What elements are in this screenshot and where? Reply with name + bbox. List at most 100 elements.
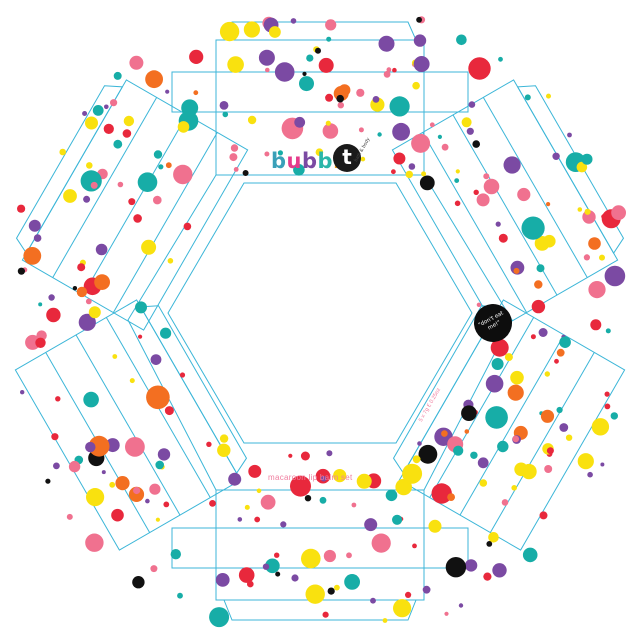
confetti-dot [280, 521, 287, 528]
confetti-dot [461, 405, 477, 422]
confetti-dot [599, 254, 605, 261]
panel-upper-left [15, 79, 249, 331]
confetti-dot [83, 391, 99, 408]
confetti-dot [336, 94, 345, 103]
confetti-dot [540, 409, 555, 423]
confetti-dot [78, 313, 96, 331]
confetti-dot [538, 328, 548, 337]
confetti-dot [512, 435, 520, 443]
confetti-dot [604, 403, 611, 410]
confetti-dot [583, 254, 591, 261]
confetti-dot [133, 214, 142, 223]
panel-upper-right-fold-3 [422, 132, 528, 313]
panel-upper-left-fold-1 [52, 97, 158, 278]
panel-lower-right-fold-1 [429, 317, 535, 498]
confetti-dot [322, 611, 329, 618]
panel-upper-left-fold-2 [82, 114, 188, 296]
panel-lower-right-flap [392, 305, 501, 475]
confetti-dot [256, 488, 262, 494]
confetti-dot [325, 93, 334, 102]
confetti-dot [248, 464, 262, 478]
confetti-dot [94, 274, 110, 290]
confetti-dot [588, 281, 606, 299]
confetti-dot [412, 81, 420, 90]
tab-top-right [423, 71, 469, 113]
confetti-dot [325, 120, 331, 126]
confetti-dot [306, 54, 314, 62]
confetti-dot [546, 93, 551, 99]
confetti-dot [610, 412, 618, 420]
confetti-dot [38, 302, 43, 307]
confetti-dot [441, 143, 449, 151]
confetti-dot [48, 294, 55, 301]
confetti-dot [88, 306, 101, 319]
confetti-dot [534, 280, 543, 289]
confetti-dots [17, 16, 626, 628]
confetti-dot [132, 576, 145, 589]
confetti-dot [230, 144, 239, 152]
confetti-dot [544, 465, 553, 473]
confetti-dot [109, 481, 116, 488]
confetti-dot [498, 233, 508, 243]
confetti-dot [165, 162, 172, 169]
confetti-dot [543, 234, 556, 248]
confetti-dot [507, 384, 524, 401]
confetti-dot [416, 16, 422, 23]
confetti-dot [483, 173, 490, 180]
confetti-dot [238, 567, 255, 583]
confetti-dot [498, 56, 503, 62]
confetti-dot [358, 127, 364, 133]
confetti-dot [88, 435, 110, 457]
confetti-dot [222, 111, 229, 118]
confetti-dot [483, 178, 500, 195]
confetti-dot [124, 437, 145, 457]
confetti-dot [485, 406, 508, 429]
confetti-dot [23, 247, 42, 265]
confetti-dot [364, 518, 378, 532]
confetti-dot [419, 175, 435, 191]
confetti-dot [455, 169, 460, 174]
panel-lower-left [14, 299, 248, 551]
confetti-dot [510, 370, 524, 385]
confetti-dot [476, 193, 490, 207]
confetti-dot [193, 90, 199, 96]
confetti-dot [377, 132, 382, 137]
confetti-dot [20, 390, 25, 395]
confetti-dot [486, 541, 493, 547]
confetti-dot [513, 267, 520, 274]
confetti-dot [389, 96, 410, 117]
confetti-dot [385, 489, 398, 502]
confetti-dot [604, 265, 626, 287]
confetti-dot [461, 117, 472, 128]
confetti-dot [189, 49, 204, 64]
confetti-dot [495, 221, 501, 227]
confetti-dot [181, 99, 199, 117]
confetti-dot [163, 501, 170, 508]
confetti-dot [288, 453, 293, 458]
confetti-dot [155, 517, 160, 522]
confetti-dot [153, 150, 163, 159]
confetti-dot [338, 84, 351, 96]
confetti-dot [536, 264, 545, 273]
confetti-dot [209, 500, 216, 507]
confetti-dot [260, 494, 276, 510]
confetti-dot [559, 336, 571, 349]
confetti-dot [466, 127, 474, 135]
confetti-dot [104, 104, 109, 110]
confetti-dot [83, 195, 91, 203]
confetti-dot [318, 57, 334, 73]
confetti-dot [53, 462, 60, 470]
confetti-dot [117, 181, 124, 188]
confetti-dot [76, 286, 88, 298]
confetti-dot [86, 283, 91, 288]
confetti-dot [567, 132, 572, 138]
confetti-dot [323, 549, 336, 563]
confetti-dot [133, 486, 141, 495]
confetti-dot [92, 105, 104, 116]
hexagon-window [167, 182, 473, 444]
confetti-dot [378, 35, 395, 52]
confetti-dot [274, 62, 295, 82]
confetti-dot [290, 18, 297, 24]
confetti-dot [206, 441, 212, 447]
confetti-dot [315, 47, 321, 54]
